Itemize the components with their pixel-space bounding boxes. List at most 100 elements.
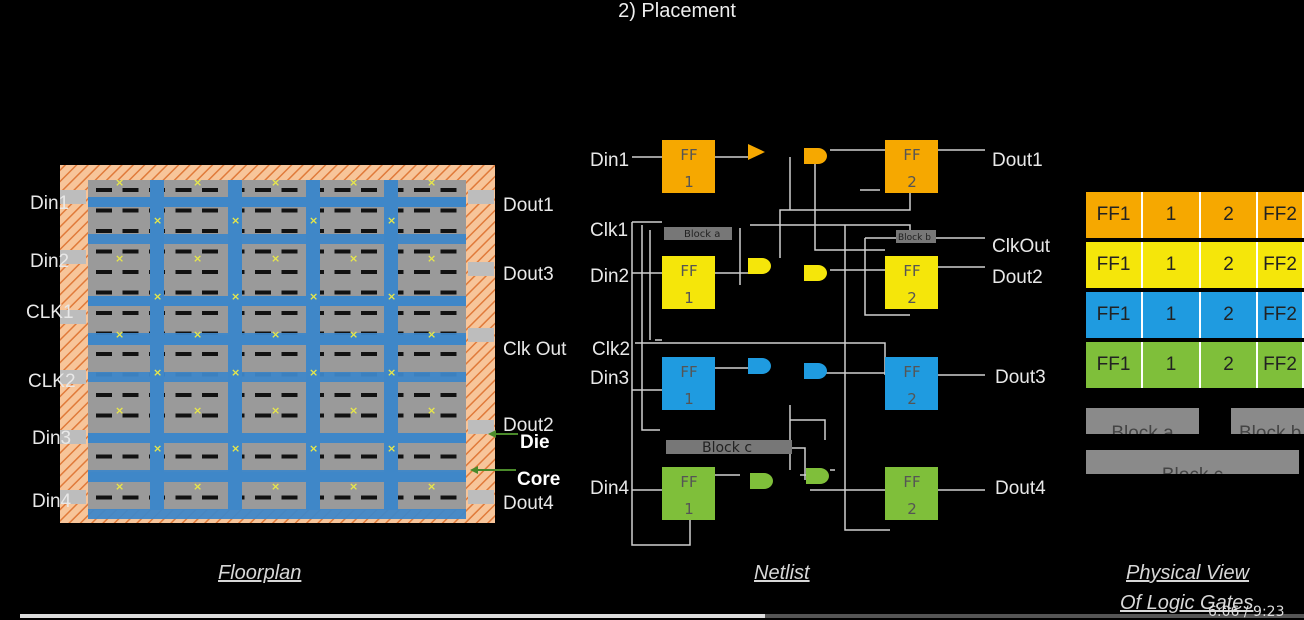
fp-bar bbox=[202, 270, 218, 274]
fp-bar bbox=[440, 454, 457, 459]
fp-cell-mark: × bbox=[153, 290, 162, 303]
fp-hstrap bbox=[88, 333, 466, 343]
fp-bar bbox=[414, 208, 430, 213]
fp-bar bbox=[122, 188, 139, 192]
fp-bar bbox=[122, 290, 139, 295]
fp-bar bbox=[334, 495, 351, 500]
fp-bar bbox=[334, 290, 351, 295]
fp-bar bbox=[255, 393, 271, 397]
fp-bar bbox=[202, 229, 218, 233]
fp-pin-clk1: CLK1 bbox=[26, 302, 74, 323]
label-arrows bbox=[470, 430, 518, 474]
fp-cell-mark: × bbox=[387, 290, 396, 303]
fp-bar bbox=[361, 393, 377, 397]
fp-bar bbox=[440, 393, 457, 397]
pv-cell: 2 bbox=[1201, 342, 1258, 388]
fp-cell-mark: × bbox=[115, 480, 124, 493]
fp-pin-din3: Din3 bbox=[32, 428, 72, 449]
fp-bar bbox=[440, 208, 457, 213]
fp-bar bbox=[414, 229, 430, 233]
fp-pin-pad bbox=[60, 190, 86, 204]
fp-bar bbox=[440, 229, 457, 233]
ff-label: FF bbox=[903, 363, 920, 381]
fp-bar bbox=[281, 270, 298, 274]
ff-box bbox=[885, 140, 938, 193]
pv-cell: 2 bbox=[1201, 192, 1258, 238]
logic-gate bbox=[804, 363, 827, 379]
logic-gate bbox=[748, 258, 771, 274]
block-b bbox=[896, 230, 936, 243]
fp-bar bbox=[440, 352, 457, 356]
pv-cell: FF1 bbox=[1086, 292, 1143, 338]
fp-bar bbox=[361, 229, 377, 233]
ff-index: 1 bbox=[684, 500, 694, 518]
fp-bar bbox=[202, 290, 218, 295]
fp-bar bbox=[96, 352, 112, 356]
fp-cell-mark: × bbox=[387, 214, 396, 227]
fp-bar bbox=[122, 311, 139, 315]
fp-pin-din4: Din4 bbox=[32, 491, 72, 512]
fp-bar bbox=[414, 454, 430, 459]
fp-pin-pad bbox=[60, 250, 86, 264]
ff-index: 2 bbox=[907, 390, 917, 408]
fp-bar bbox=[361, 290, 377, 295]
fp-bar bbox=[255, 188, 271, 192]
fp-bar bbox=[440, 290, 457, 295]
fp-bar bbox=[175, 393, 192, 397]
fp-bar bbox=[281, 290, 298, 295]
fp-bar bbox=[96, 229, 112, 233]
fp-bar bbox=[361, 311, 377, 315]
fp-bar bbox=[334, 413, 351, 418]
fp-cell-mark: × bbox=[309, 366, 318, 379]
pv-cell: FF1 bbox=[1086, 192, 1143, 238]
fp-bar bbox=[255, 208, 271, 213]
fp-bar bbox=[255, 229, 271, 233]
pv-cell: 1 bbox=[1143, 242, 1201, 288]
fp-cell-mark: × bbox=[153, 442, 162, 455]
ff-label: FF bbox=[903, 146, 920, 164]
fp-vstrap bbox=[306, 180, 320, 510]
fp-bar bbox=[334, 208, 351, 213]
fp-cell-mark: × bbox=[309, 290, 318, 303]
fp-bar bbox=[361, 188, 377, 192]
fp-cell-mark: × bbox=[349, 480, 358, 493]
ff-label: FF bbox=[680, 363, 697, 381]
video-progress-bar[interactable] bbox=[20, 614, 1304, 618]
die-label: Die bbox=[520, 432, 550, 453]
fp-bar bbox=[255, 270, 271, 274]
fp-bar bbox=[414, 311, 430, 315]
pv-cell: 2 bbox=[1201, 292, 1258, 338]
fp-bar bbox=[202, 393, 218, 397]
fp-pin-clkout: Clk Out bbox=[503, 339, 567, 360]
fp-bar bbox=[334, 229, 351, 233]
fp-cell-mark: × bbox=[193, 252, 202, 265]
nl-input-clk1: Clk1 bbox=[590, 220, 629, 241]
fp-cell-mark: × bbox=[349, 404, 358, 417]
fp-bar bbox=[281, 311, 298, 315]
nl-input-din4: Din4 bbox=[590, 478, 630, 499]
fp-cell-mark: × bbox=[193, 480, 202, 493]
fp-bar bbox=[334, 188, 351, 192]
floorplan-diagram: ××××××××××××××××××××××××××××××××××××××××… bbox=[60, 165, 495, 523]
caption-physical-1: Physical View bbox=[1126, 562, 1250, 584]
ff-label: FF bbox=[680, 473, 697, 491]
pv-cell: FF2 bbox=[1258, 342, 1304, 388]
pv-cell: 1 bbox=[1143, 292, 1201, 338]
fp-cell-mark: × bbox=[349, 176, 358, 189]
ff-index: 2 bbox=[907, 289, 917, 307]
fp-bar bbox=[202, 249, 218, 254]
fp-bar bbox=[175, 495, 192, 500]
fp-cell-mark: × bbox=[231, 290, 240, 303]
fp-bar bbox=[414, 413, 430, 418]
fp-pin-dout4: Dout4 bbox=[503, 493, 554, 514]
fp-cell-mark: × bbox=[115, 328, 124, 341]
fp-bar bbox=[281, 393, 298, 397]
ff-box bbox=[885, 357, 938, 410]
slide-title: 2) Placement bbox=[618, 0, 736, 22]
nl-output-dout4: Dout4 bbox=[995, 478, 1046, 499]
fp-hstrap bbox=[88, 372, 466, 382]
fp-pin-pad bbox=[60, 490, 86, 504]
fp-bar bbox=[361, 208, 377, 213]
